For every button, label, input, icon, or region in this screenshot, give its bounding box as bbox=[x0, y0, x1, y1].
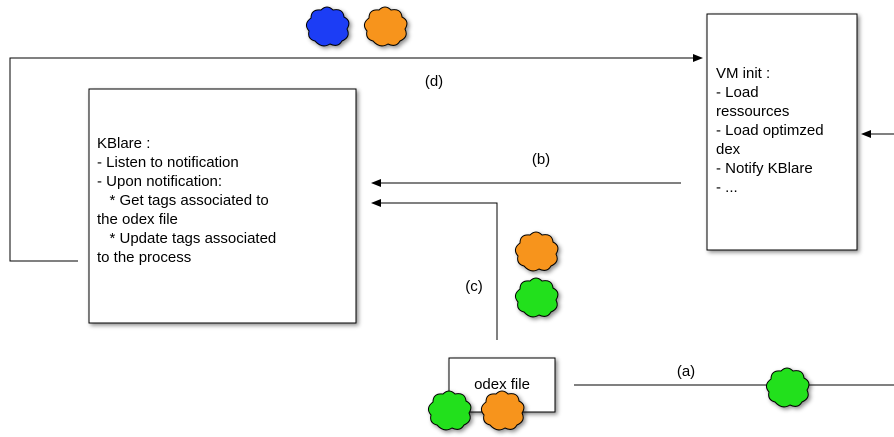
green-tag-cloud-odex bbox=[427, 390, 472, 431]
edge-d: (d) bbox=[9, 54, 703, 262]
vm-init-text: VM init : - Load ressources - Load optim… bbox=[716, 65, 828, 196]
edge-a: (a) bbox=[574, 363, 894, 386]
kblare-text: KBlare : - Listen to notification - Upon… bbox=[97, 135, 305, 266]
edge-a-label: (a) bbox=[677, 363, 695, 380]
blue-tag-cloud bbox=[305, 6, 350, 47]
orange-tag-cloud-odex bbox=[480, 390, 525, 431]
edge-d-label: (d) bbox=[425, 73, 443, 90]
edge-c: (c) bbox=[371, 199, 498, 340]
kblare-box: KBlare : - Listen to notification - Upon… bbox=[88, 88, 357, 324]
orange-tag-cloud-top bbox=[363, 6, 408, 47]
edge-b: (b) bbox=[371, 151, 681, 187]
edge-b-label: (b) bbox=[532, 151, 550, 168]
orange-tag-cloud-middle bbox=[514, 231, 559, 272]
green-tag-cloud-edge-a bbox=[765, 367, 810, 408]
vm-init-box: VM init : - Load ressources - Load optim… bbox=[706, 13, 858, 251]
odex-file-label: odex file bbox=[474, 376, 530, 393]
tag-clouds bbox=[305, 6, 810, 431]
edge-c-label: (c) bbox=[465, 278, 483, 295]
green-tag-cloud-middle bbox=[514, 277, 559, 318]
